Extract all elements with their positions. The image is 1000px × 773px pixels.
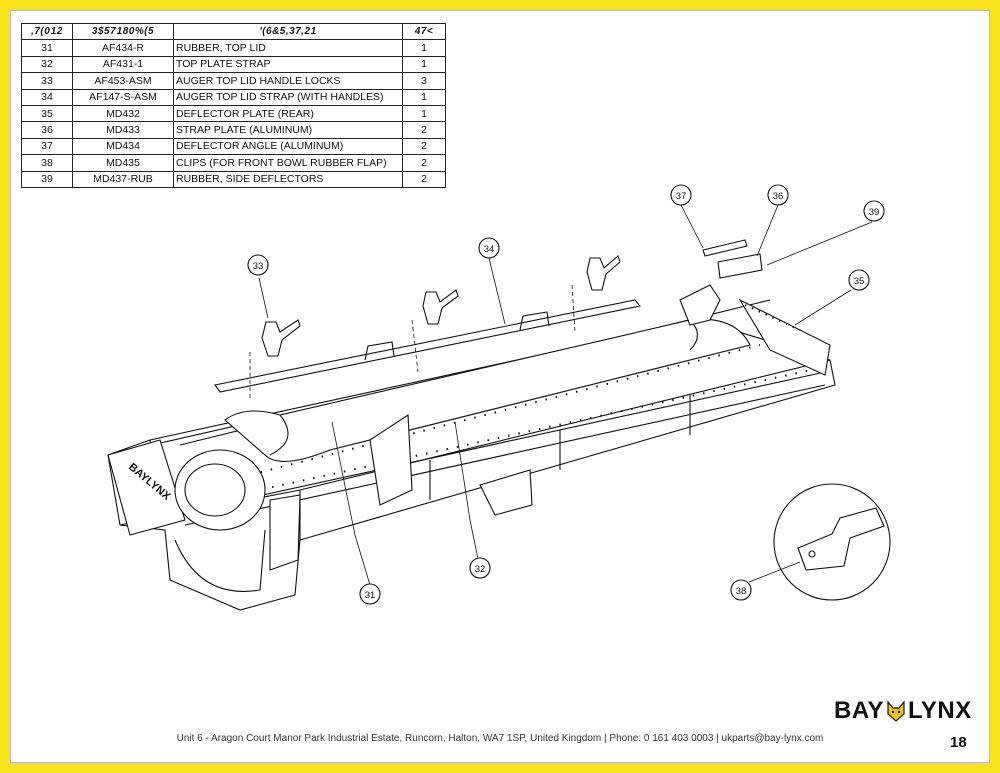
- callout-37: 37: [671, 185, 691, 205]
- svg-text:34: 34: [484, 244, 495, 255]
- callout-32: 32: [470, 558, 490, 578]
- svg-text:35: 35: [854, 276, 865, 287]
- callout-36: 36: [768, 185, 788, 205]
- svg-text:37: 37: [676, 191, 687, 202]
- callout-38: 38: [731, 580, 751, 600]
- svg-text:38: 38: [736, 586, 747, 597]
- clip-detail-view: [774, 484, 890, 600]
- callout-34: 34: [479, 238, 499, 258]
- callout-35: 35: [849, 270, 869, 290]
- callout-31: 31: [360, 584, 380, 604]
- lynx-head-icon: [886, 700, 906, 722]
- page-number: 18: [950, 734, 967, 751]
- logo-text-left: BAY: [834, 697, 884, 725]
- footer-address: Unit 6 - Aragon Court Manor Park Industr…: [0, 733, 1000, 744]
- svg-text:32: 32: [475, 564, 486, 575]
- svg-text:39: 39: [869, 207, 880, 218]
- baylynx-logo: BAY LYNX: [834, 697, 972, 725]
- svg-text:36: 36: [773, 191, 784, 202]
- strap-and-deflector-parts: [703, 240, 762, 278]
- logo-text-right: LYNX: [908, 697, 972, 725]
- svg-text:33: 33: [253, 261, 264, 272]
- svg-text:31: 31: [365, 590, 376, 601]
- callout-39: 39: [864, 201, 884, 221]
- callout-33: 33: [248, 255, 268, 275]
